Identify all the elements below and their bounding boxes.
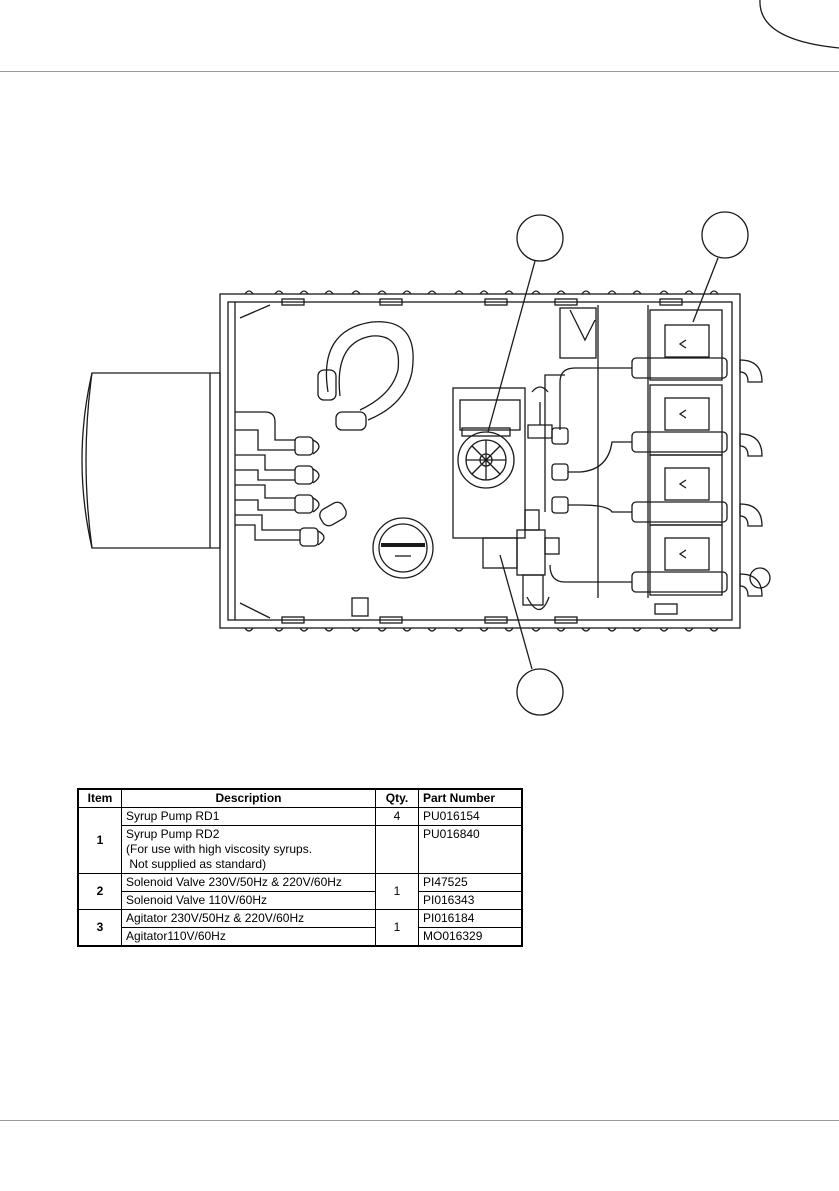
enclosure (219, 290, 741, 632)
description-line: Syrup Pump RD2 (126, 827, 220, 841)
description-cell: Solenoid Valve 110V/60Hz (121, 891, 376, 910)
description-cell: Syrup Pump RD1 (121, 807, 376, 826)
callout-circle-1 (516, 214, 564, 262)
part-number-cell: MO016329 (418, 927, 523, 947)
callout-circle-2 (701, 211, 749, 259)
pump-item-1 (452, 387, 526, 539)
header-rule (0, 71, 839, 72)
part-number-cell: PU016840 (418, 825, 523, 874)
item-number: 3 (77, 909, 122, 947)
footer-rule (0, 1120, 839, 1121)
header-description: Description (121, 788, 376, 808)
table-row: 3 Agitator 230V/50Hz & 220V/60Hz 1 PI016… (77, 909, 523, 947)
part-number-cell: PU016154 (418, 807, 523, 826)
table-header-row: Item Description Qty. Part Number (77, 788, 523, 808)
left-hose-fittings (235, 411, 347, 547)
item-number: 2 (77, 873, 122, 910)
leader-line-2 (692, 257, 719, 323)
table-row: Solenoid Valve 110V/60Hz PI016343 (78, 891, 523, 910)
header-qty: Qty. (375, 788, 419, 808)
description-cell: Solenoid Valve 230V/50Hz & 220V/60Hz (121, 873, 376, 892)
callout-circle-3 (516, 668, 564, 716)
table-row: 1 Syrup Pump RD1 4 PU016154 (77, 807, 523, 874)
part-number-cell: PI016343 (418, 891, 523, 910)
description-line: (For use with high viscosity syrups. (126, 842, 313, 856)
qty-cell: 1 (375, 909, 419, 947)
leader-line-3 (499, 554, 533, 670)
part-number-cell: PI016184 (418, 909, 523, 928)
description-cell: Agitator110V/60Hz (121, 927, 376, 947)
solenoid-valve (482, 509, 560, 611)
qty-cell-empty (375, 825, 419, 874)
table-row: Agitator110V/60Hz MO016329 (78, 927, 523, 947)
agitator-disc (372, 517, 434, 579)
description-line: Not supplied as standard) (126, 857, 267, 871)
leader-line-1 (487, 260, 536, 433)
right-pump-modules (631, 309, 771, 597)
page-corner-mark (759, 0, 839, 49)
qty-cell: 1 (375, 873, 419, 910)
item-number: 1 (77, 807, 122, 874)
qty-cell: 4 (375, 807, 419, 826)
header-part-number: Part Number (418, 788, 523, 808)
table-row: Syrup Pump RD2 (For use with high viscos… (78, 825, 523, 874)
description-cell: Agitator 230V/50Hz & 220V/60Hz (121, 909, 376, 928)
part-number-cell: PI47525 (418, 873, 523, 892)
parts-table: Item Description Qty. Part Number 1 Syru… (77, 788, 523, 947)
header-item: Item (77, 788, 122, 808)
agitator-motor (81, 372, 221, 549)
hose-loop (317, 321, 414, 431)
technical-drawing (81, 0, 839, 716)
description-cell: Syrup Pump RD2 (For use with high viscos… (121, 825, 376, 874)
table-row: 2 Solenoid Valve 230V/50Hz & 220V/60Hz 1… (77, 873, 523, 910)
